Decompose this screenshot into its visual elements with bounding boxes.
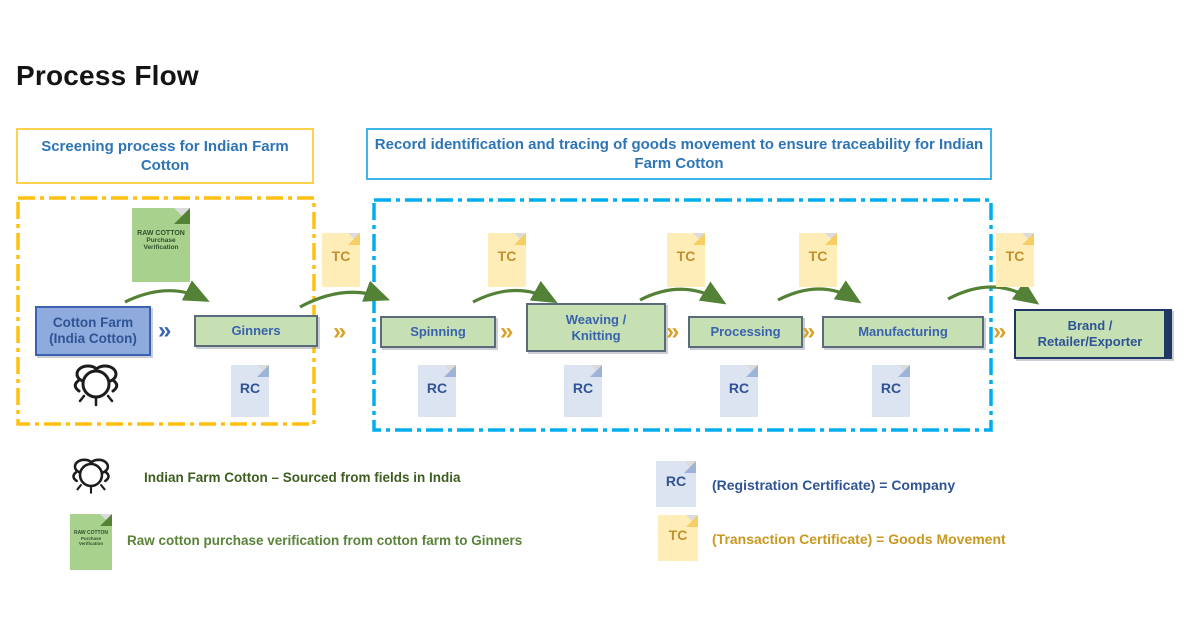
flow-arrow-farm-to-ginners <box>124 280 210 304</box>
legend-tc-icon: TC <box>658 515 698 561</box>
tc-certificate-icon: TC <box>996 233 1034 287</box>
chevron-ginners-spinning: » <box>333 318 347 345</box>
stage-box-cotton-farm: Cotton Farm (India Cotton) <box>35 306 151 356</box>
rc-certificate-icon: RC <box>720 365 758 417</box>
tc-certificate-icon: TC <box>488 233 526 287</box>
tc-certificate-icon: TC <box>799 233 837 287</box>
stage-box-ginners: Ginners <box>194 315 318 347</box>
stage-box-weaving-knitting: Weaving / Knitting <box>526 303 666 352</box>
flow-arrow-processing-to-manufacturing <box>777 280 862 304</box>
screening-header-label: Screening process for Indian Farm Cotton <box>41 137 289 175</box>
flow-arrow-ginners-to-spinning <box>299 280 390 309</box>
chevron-farm-ginners: » <box>158 317 172 344</box>
legend-raw-doc-label: Raw cotton purchase verification from co… <box>127 533 523 548</box>
rc-certificate-icon: RC <box>418 365 456 417</box>
tc-certificate-icon: TC <box>667 233 705 287</box>
chevron-weaving-processing: » <box>666 318 680 345</box>
cotton-icon <box>73 364 119 407</box>
screening-header-box: Screening process for Indian Farm Cotton <box>16 128 314 184</box>
tc-certificate-icon: TC <box>322 233 360 287</box>
flow-arrow-spinning-to-weaving <box>472 280 558 304</box>
legend-cotton-label: Indian Farm Cotton – Sourced from fields… <box>144 470 461 485</box>
record-header-box: Record identification and tracing of goo… <box>366 128 992 180</box>
legend-rc-label: (Registration Certificate) = Company <box>712 477 956 493</box>
legend-rc-icon: RC <box>656 461 696 507</box>
chevron-manufacturing-brand: » <box>993 318 1007 345</box>
chevron-processing-manufacturing: » <box>802 318 816 345</box>
legend-cotton-icon <box>72 458 110 494</box>
stage-box-manufacturing: Manufacturing <box>822 316 984 348</box>
flow-arrow-weaving-to-processing <box>639 281 727 305</box>
rc-certificate-icon: RC <box>231 365 269 417</box>
stage-box-brand-retailer-exporter: Brand / Retailer/Exporter <box>1014 309 1172 359</box>
doc-fold <box>174 208 190 224</box>
legend-raw-cotton-doc-icon: RAW COTTON Purchase Verification <box>70 514 112 570</box>
raw-cotton-doc-text: RAW COTTON Purchase Verification <box>137 230 185 251</box>
raw-cotton-verification-doc-icon: RAW COTTON Purchase Verification <box>132 208 190 282</box>
rc-certificate-icon: RC <box>564 365 602 417</box>
flow-arrow-manufacturing-to-brand <box>947 280 1040 305</box>
stage-box-spinning: Spinning <box>380 316 496 348</box>
page-title: Process Flow <box>16 60 199 91</box>
rc-certificate-icon: RC <box>872 365 910 417</box>
chevron-spinning-weaving: » <box>500 318 514 345</box>
stage-box-processing: Processing <box>688 316 803 348</box>
record-header-label: Record identification and tracing of goo… <box>374 135 984 173</box>
legend-tc-label: (Transaction Certificate) = Goods Moveme… <box>712 531 1006 547</box>
